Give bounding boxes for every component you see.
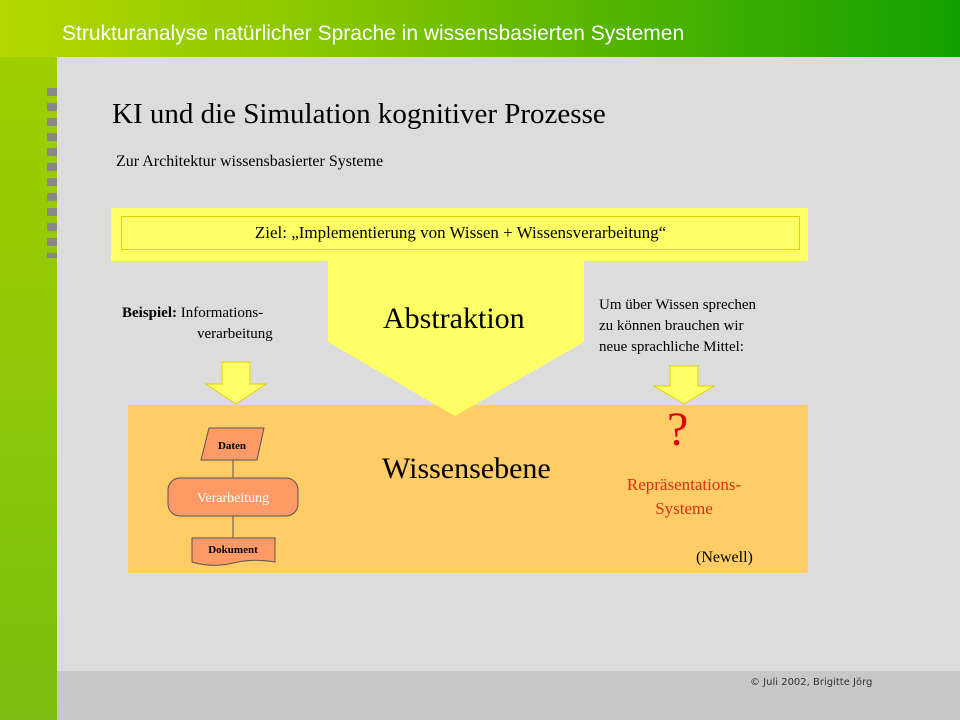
language-note-line2: zu können brauchen wir <box>599 318 744 334</box>
abstraction-label: Abstraktion <box>383 302 525 335</box>
repr-line2: Systeme <box>655 499 713 518</box>
header-bar: Strukturanalyse natürlicher Sprache in w… <box>0 0 960 57</box>
example-line2: verarbeitung <box>197 326 273 342</box>
repr-line1: Repräsentations- <box>626 475 742 494</box>
knowledge-level-label: Wissensebene <box>382 452 551 485</box>
processing-label: Verarbeitung <box>197 491 269 506</box>
data-shape <box>200 427 265 461</box>
example-text: Beispiel: Informations- verarbeitung <box>122 303 273 345</box>
newell-citation: (Newell) <box>696 549 753 566</box>
copyright-text: © Juli 2002, Brigitte Jörg <box>750 677 873 688</box>
example-label: Beispiel: <box>122 305 177 321</box>
example-line1: Informations- <box>180 305 264 321</box>
decorative-dots <box>47 88 57 258</box>
language-note-line1: Um über Wissen sprechen <box>599 297 756 313</box>
document-shape <box>191 537 276 566</box>
language-note: Um über Wissen sprechen zu können brauch… <box>599 295 756 358</box>
processing-shape <box>167 477 299 517</box>
footer-bar <box>57 671 960 720</box>
funnel-shape <box>328 258 584 416</box>
slide-subtitle: Zur Architektur wissensbasierter Systeme <box>116 153 384 170</box>
data-label: Daten <box>218 440 246 452</box>
slide-title: KI und die Simulation kognitiver Prozess… <box>112 98 606 130</box>
representation-systems: Repräsentations- Systeme <box>604 473 764 521</box>
goal-text: Ziel: „Implementierung von Wissen + Wiss… <box>121 216 800 250</box>
language-note-line3: neue sprachliche Mittel: <box>599 339 744 355</box>
question-mark: ? <box>667 403 689 456</box>
document-label: Dokument <box>208 544 258 556</box>
presentation-title: Strukturanalyse natürlicher Sprache in w… <box>62 22 685 45</box>
